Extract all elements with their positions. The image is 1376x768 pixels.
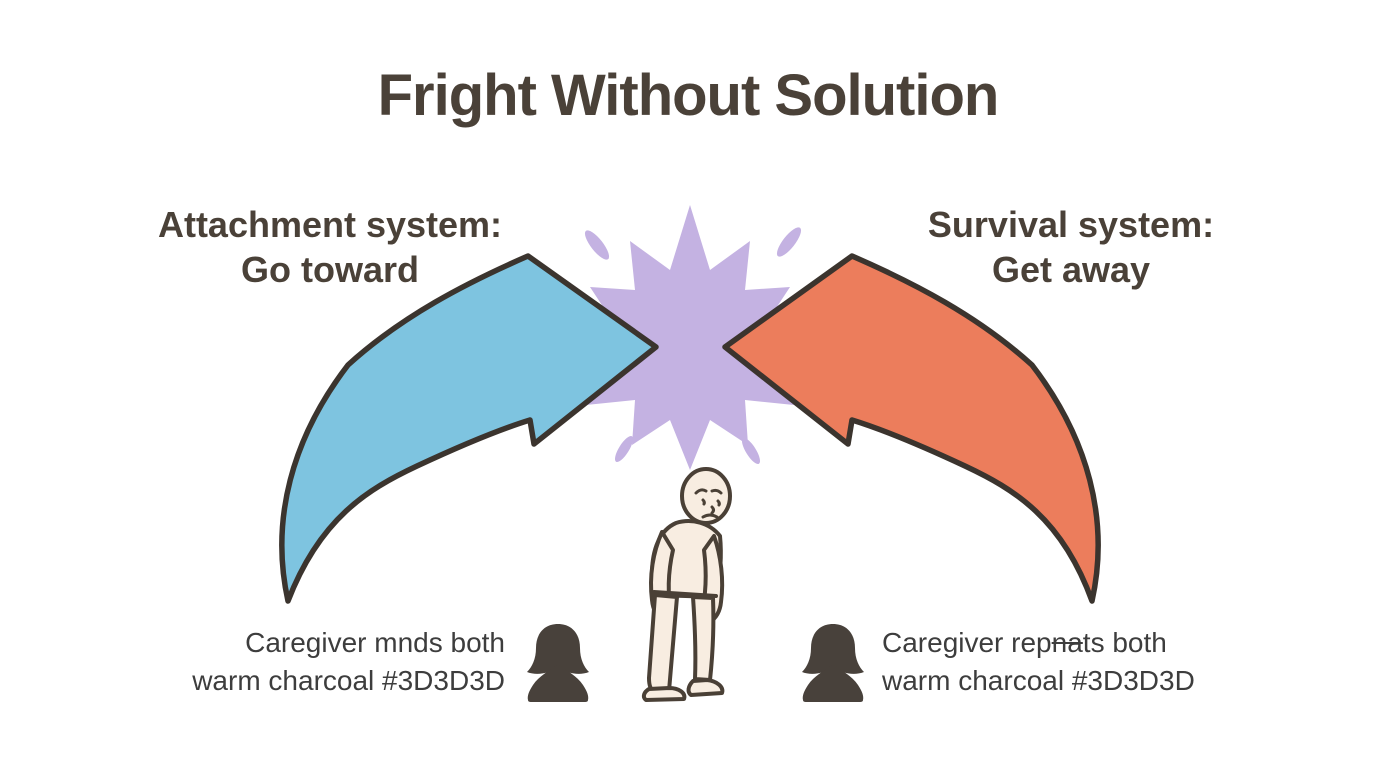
caregiver-caption-right: Caregiver repnats both warm charcoal #3D…	[882, 624, 1272, 700]
person-right-eyebrow	[710, 488, 723, 495]
caption-right-line1-post: ts both	[1082, 627, 1167, 658]
person-right-leg	[691, 595, 716, 682]
person-left-eyebrow	[694, 488, 708, 495]
person-left-eye	[701, 498, 706, 506]
survival-system-label-line1: Survival system:	[927, 204, 1215, 245]
burst-dash-upper-left	[584, 230, 610, 260]
caption-right-line1-pre: Caregiver rep	[882, 627, 1052, 658]
burst-dash-lower-left	[614, 436, 634, 462]
person-right-foot	[686, 678, 725, 697]
caregiver-caption-left-line1: Caregiver mnds both	[245, 627, 505, 658]
survival-system-label-line2: Get away	[991, 249, 1151, 290]
caregiver-caption-right-line1: Caregiver repnats both	[882, 624, 1272, 662]
person-hip-line	[652, 590, 718, 598]
caption-right-line1-struck: na	[1051, 627, 1083, 658]
person-left-foot	[641, 686, 687, 702]
caregiver-caption-left-line2: warm charcoal #3D3D3D	[192, 665, 505, 696]
person-mouth	[701, 513, 719, 519]
attachment-system-label: Attachment system: Go toward	[110, 202, 550, 292]
page-title: Fright Without Solution	[377, 63, 1000, 128]
burst-dash-upper-right	[776, 227, 802, 257]
survival-arrow-icon	[722, 253, 1101, 604]
female-silhouette-icon-right	[802, 624, 864, 702]
sad-person-figure	[641, 467, 732, 702]
person-right-eye	[716, 499, 721, 507]
person-nose	[710, 505, 715, 515]
attachment-system-label-line2: Go toward	[241, 249, 419, 290]
person-face	[694, 488, 723, 519]
female-silhouette-icon-left	[527, 624, 589, 702]
attachment-system-label-line1: Attachment system:	[157, 204, 503, 245]
attachment-arrow-icon	[279, 253, 659, 604]
person-head	[680, 467, 732, 525]
collision-burst-icon	[560, 205, 820, 470]
person-left-leg	[647, 593, 679, 693]
caregiver-caption-right-line2: warm charcoal #3D3D3D	[882, 665, 1195, 696]
burst-dash-lower-right	[741, 438, 761, 464]
caregiver-caption-left: Caregiver mnds both warm charcoal #3D3D3…	[140, 624, 505, 700]
survival-system-label: Survival system: Get away	[851, 202, 1291, 292]
